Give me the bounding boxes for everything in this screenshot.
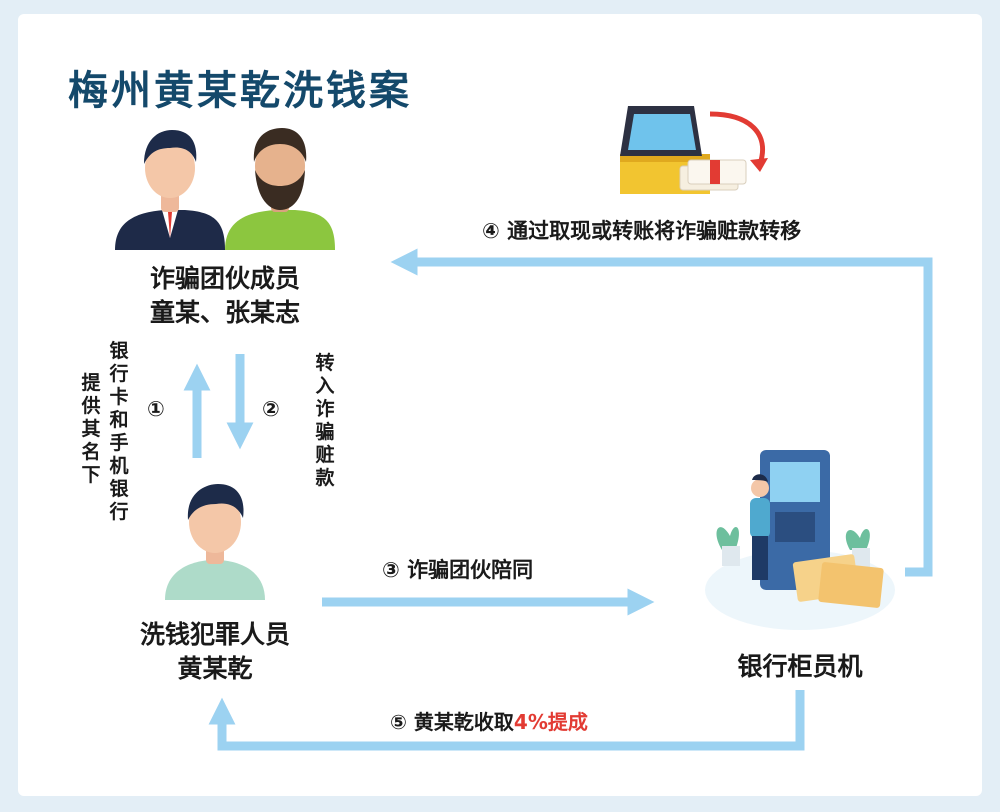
edge5-text: 黄某乾收取 (413, 710, 514, 734)
edge5-number: ⑤ (390, 710, 407, 734)
edge3-number: ③ (382, 558, 400, 582)
bank-atm-icon (705, 450, 895, 630)
gang-label: 诈骗团伙成员 童某、张某志 (120, 262, 330, 330)
edge5-label: ⑤ 黄某乾收取4%提成 (390, 706, 588, 735)
edge3-text: 诈骗团伙陪同 (407, 558, 534, 582)
gang-members-icon (115, 128, 335, 250)
edge4-text: 通过取现或转账将诈骗赃款转移 (507, 219, 802, 243)
page-title: 梅州黄某乾洗钱案 (68, 68, 412, 114)
edge1-number: ① (147, 397, 165, 421)
atm-transfer-icon (620, 106, 768, 194)
gang-label-line1: 诈骗团伙成员 (149, 264, 300, 293)
launderer-icon (165, 484, 265, 600)
edge5-highlight: 4%提成 (513, 710, 588, 734)
arrow-e5 (208, 690, 805, 751)
launderer-label: 洗钱犯罪人员 黄某乾 (105, 618, 325, 686)
edge1-text-col1: 银行卡和手机银行 (109, 340, 129, 523)
edge3-label: ③ 诈骗团伙陪同 (382, 557, 533, 583)
edge1-text-col2: 提供其名下 (81, 372, 101, 486)
edge4-label: ④ 通过取现或转账将诈骗赃款转移 (482, 218, 801, 244)
gang-label-line2: 童某、张某志 (149, 298, 300, 327)
edge2-text: 转入诈骗赃款 (315, 352, 335, 489)
launderer-label-line2: 黄某乾 (177, 654, 253, 683)
edge2-number: ② (262, 397, 280, 421)
atm-label: 银行柜员机 (737, 652, 863, 681)
edge4-number: ④ (482, 219, 500, 243)
launderer-label-line1: 洗钱犯罪人员 (139, 620, 290, 649)
arrow-e4 (390, 248, 933, 577)
